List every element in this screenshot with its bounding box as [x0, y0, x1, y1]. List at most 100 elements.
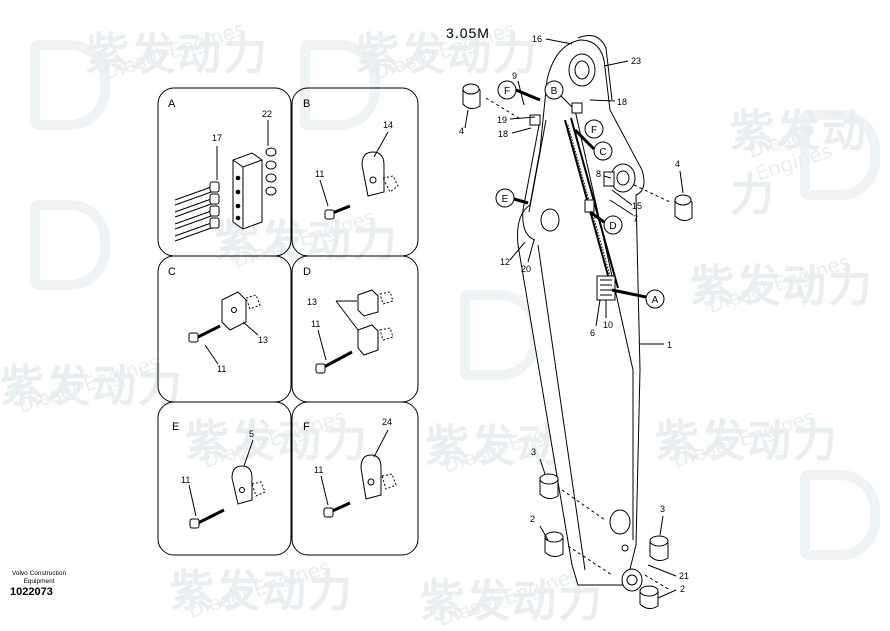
part-label: 11	[315, 169, 324, 179]
panel-d: D 13 11	[291, 255, 419, 403]
part-label: 15	[632, 201, 642, 211]
leader-line	[373, 429, 389, 458]
leader-line	[188, 484, 197, 517]
part-label: 4	[459, 126, 464, 136]
part-label: 13	[307, 297, 317, 307]
part-label: 16	[532, 34, 542, 44]
svg-text:F: F	[504, 86, 510, 97]
part-label: 1	[667, 340, 672, 350]
arm-assembly	[517, 35, 645, 592]
panel-b-frame	[291, 87, 419, 257]
part-label: 11	[217, 364, 226, 374]
svg-text:E: E	[502, 194, 509, 205]
part-label: 6	[590, 328, 595, 338]
leader-line	[242, 321, 259, 336]
part-label: 19	[497, 115, 507, 125]
bushing	[462, 83, 481, 110]
arm-top-boss	[568, 53, 596, 87]
bushing	[639, 585, 659, 610]
leader-line	[320, 475, 329, 506]
caption-line: Volvo Construction	[11, 570, 67, 577]
nut-set	[265, 147, 277, 196]
panel-c-frame	[157, 255, 292, 403]
part-label: 3	[531, 447, 536, 457]
bushing	[539, 473, 559, 500]
part-label: 8	[596, 169, 601, 179]
clamp	[231, 465, 253, 505]
svg-text:A: A	[652, 295, 659, 306]
clamp	[221, 291, 247, 331]
leader-line	[335, 300, 359, 331]
part-label: 18	[498, 129, 508, 139]
panel-d-letter: D	[303, 266, 311, 278]
leader-line	[204, 344, 219, 365]
panel-e-frame	[157, 401, 292, 556]
part-label: 9	[512, 71, 517, 81]
part-label: 2	[530, 514, 535, 524]
part-label: 2	[680, 584, 685, 594]
bolt-set	[174, 181, 220, 242]
part-label: 14	[383, 120, 393, 130]
leader-line	[319, 179, 329, 207]
panel-f: F 24 11	[291, 401, 419, 556]
part-label: 23	[631, 56, 641, 66]
leader-line	[243, 439, 254, 467]
callout-f: F	[584, 119, 604, 139]
callout-b: B	[544, 80, 564, 100]
panel-b-letter: B	[303, 98, 310, 110]
part-label: 11	[314, 465, 323, 475]
part-label: 21	[679, 571, 689, 581]
bolt	[321, 350, 353, 370]
part-label: 18	[617, 97, 627, 107]
panel-c-letter: C	[168, 266, 176, 278]
part-label: 7	[633, 214, 638, 224]
panel-f-frame	[291, 401, 419, 556]
svg-text:C: C	[599, 147, 606, 158]
leader-line	[373, 131, 389, 158]
part-label: 4	[675, 159, 680, 169]
panel-b: B 14 11	[291, 87, 419, 257]
diagram-part-number: 1022073	[10, 586, 53, 598]
panel-e: E 5 11	[157, 401, 292, 556]
bushing	[674, 194, 693, 222]
part-label: 10	[603, 320, 613, 330]
bolt	[195, 324, 221, 340]
bolt	[195, 508, 225, 526]
callout-a: A	[611, 288, 665, 309]
caption-line: Equipment	[23, 578, 55, 585]
svg-text:D: D	[609, 221, 616, 232]
part-label: 22	[262, 109, 272, 119]
diagram-title: 3.05M	[446, 25, 490, 41]
clamp	[357, 289, 379, 317]
bracket-block	[232, 152, 263, 230]
clamp	[360, 454, 382, 500]
part-label: 3	[660, 504, 665, 514]
svg-text:B: B	[551, 86, 558, 97]
panel-a: A	[157, 87, 292, 257]
part-label: 11	[311, 319, 320, 329]
part-label: 13	[258, 335, 268, 345]
part-label: 11	[181, 475, 190, 485]
panel-e-letter: E	[172, 421, 179, 433]
leader-lines	[464, 38, 684, 599]
clamp	[361, 151, 385, 197]
dash-line	[485, 97, 523, 121]
bushing	[649, 535, 669, 562]
callout-f: F	[497, 80, 541, 102]
part-label: 5	[249, 429, 254, 439]
part-label: 12	[500, 257, 510, 267]
panel-c: C 13 11	[157, 255, 292, 403]
svg-text:F: F	[591, 125, 597, 136]
callout-e: E	[495, 188, 529, 208]
panel-f-letter: F	[303, 421, 310, 433]
callout-c: C	[573, 128, 613, 161]
part-label: 24	[382, 417, 392, 427]
manufacturer-caption: Volvo Construction Equipment	[4, 570, 74, 586]
clamp-nut	[382, 175, 399, 193]
arm-edge	[537, 244, 586, 571]
arm-top-bore	[574, 60, 590, 80]
leader-line	[317, 329, 327, 361]
hose-loop	[577, 35, 613, 101]
